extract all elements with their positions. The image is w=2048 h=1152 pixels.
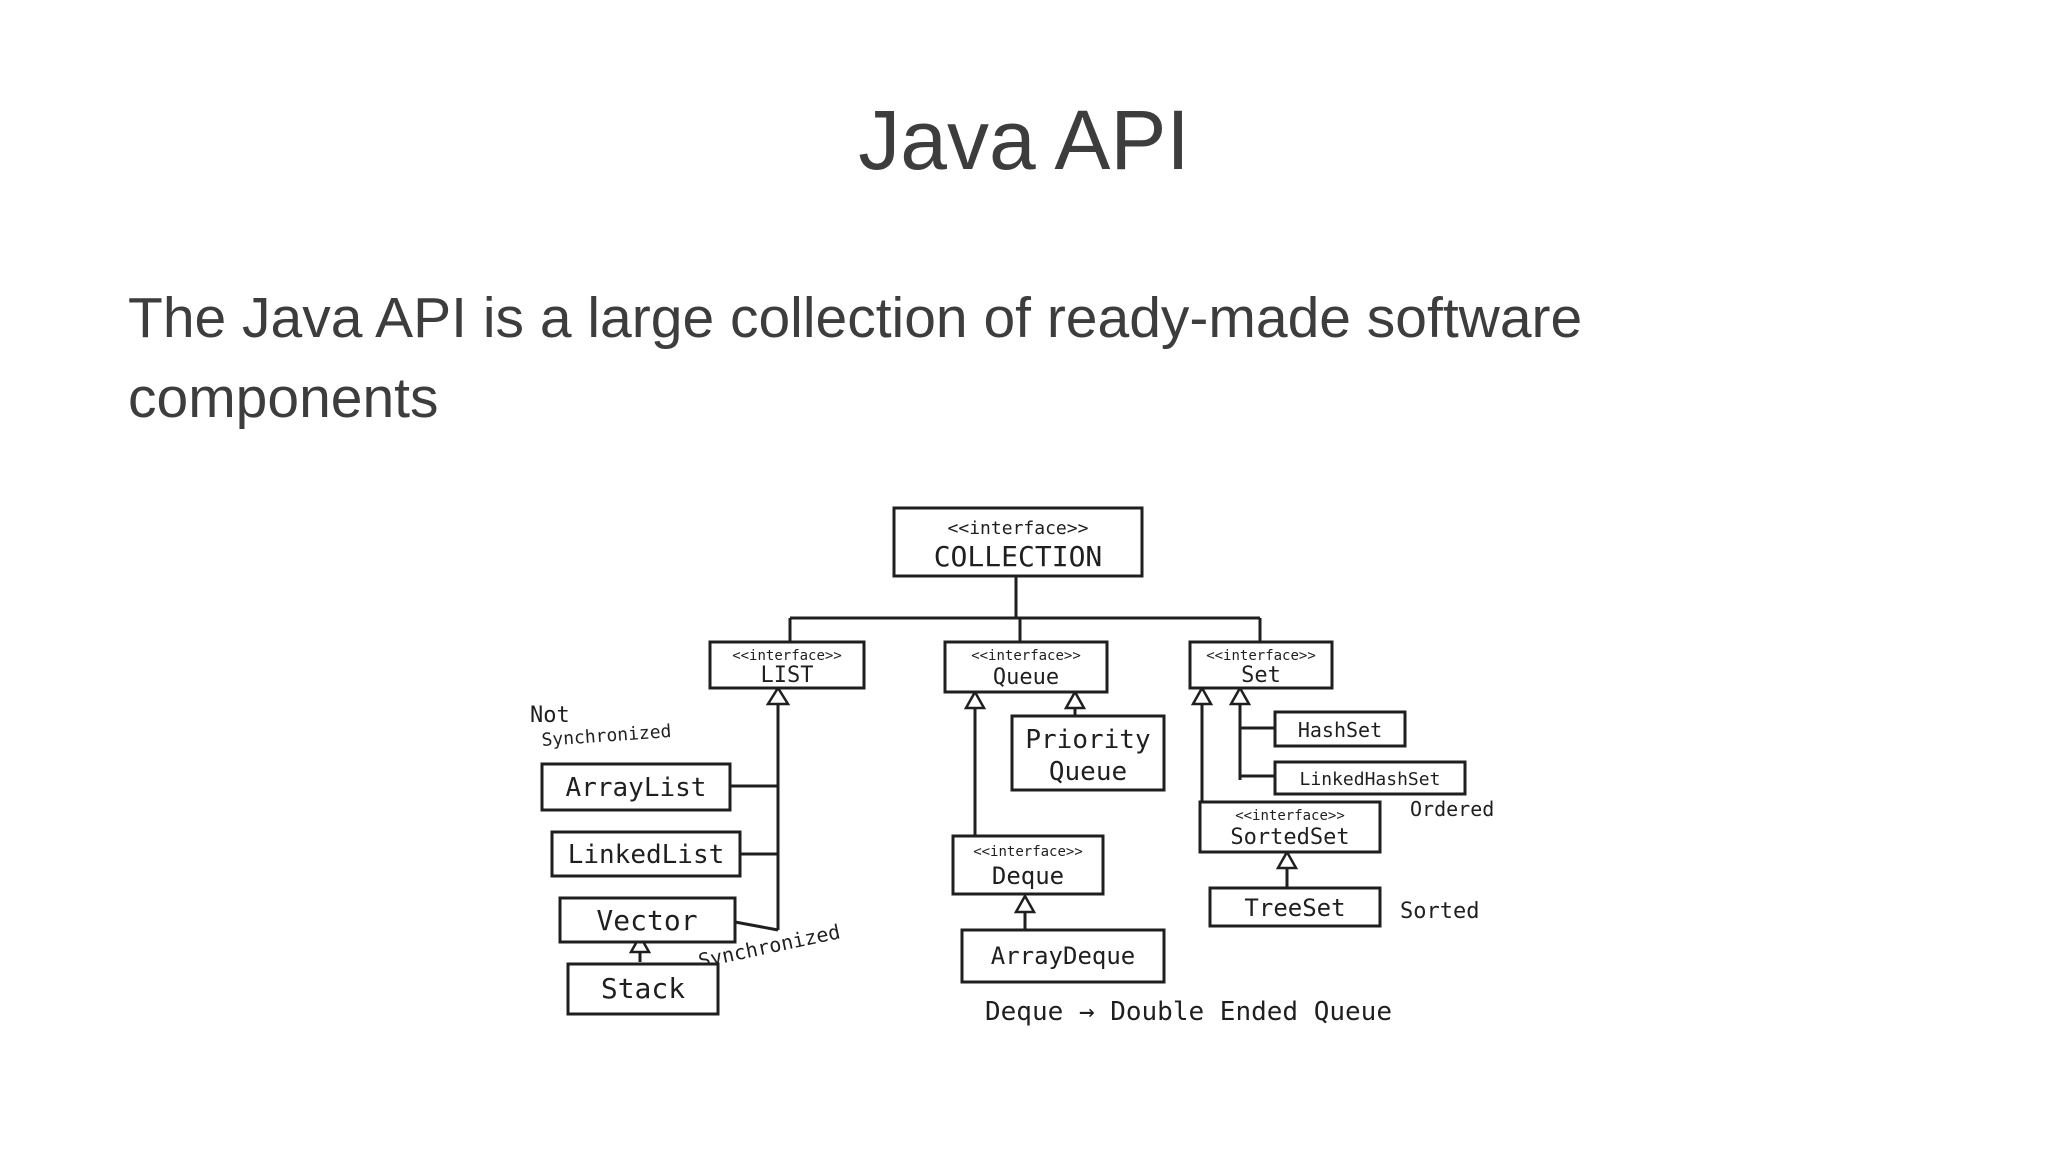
- connector-lines: [638, 562, 1289, 962]
- vector-arrowhead: [628, 933, 652, 954]
- list-node: <<interface>> LIST: [708, 640, 866, 690]
- diagram-canvas: <<interface>> COLLECTION <<interface>> L…: [530, 506, 1494, 1027]
- priority-arrowhead: [1063, 689, 1087, 710]
- hashset-node: HashSet: [1273, 710, 1407, 748]
- vector-box: [558, 896, 737, 944]
- queue-box: [943, 640, 1109, 694]
- linkedlist-label: LinkedList: [568, 840, 725, 870]
- collection-stereotype: <<interface>>: [948, 518, 1089, 539]
- vector-link: [734, 920, 779, 932]
- sortedset-arrowhead: [1275, 849, 1299, 870]
- stack-label: Stack: [601, 972, 685, 1005]
- collection-box: [892, 506, 1144, 578]
- set-node: <<interface>> Set: [1188, 640, 1334, 690]
- priority-queue-node: Priority Queue: [1010, 714, 1166, 792]
- queue-stereotype: <<interface>>: [971, 648, 1081, 664]
- deque-node: <<interface>> Deque: [951, 834, 1105, 896]
- arraylist-box: [540, 762, 732, 812]
- arraydeque-node: ArrayDeque: [960, 928, 1166, 984]
- queue-arrowhead: [963, 689, 987, 710]
- queue-node: <<interface>> Queue: [943, 640, 1109, 694]
- treeset-box: [1208, 886, 1382, 928]
- linkedlist-node: LinkedList: [550, 830, 742, 878]
- arraylist-node: ArrayList: [540, 762, 732, 812]
- arraydeque-label: ArrayDeque: [991, 942, 1136, 970]
- priority-label-line1: Priority: [1025, 725, 1150, 755]
- stack-node: Stack: [566, 962, 720, 1016]
- deque-footnote: Deque → Double Ended Queue: [985, 997, 1392, 1027]
- linkedlist-box: [550, 830, 742, 878]
- hashset-label: HashSet: [1298, 718, 1382, 742]
- list-box: [708, 640, 866, 690]
- stack-box: [566, 962, 720, 1016]
- list-stereotype: <<interface>>: [732, 648, 842, 664]
- sortedset-stereotype: <<interface>>: [1235, 808, 1345, 824]
- treeset-node: TreeSet: [1208, 886, 1382, 928]
- deque-stereotype: <<interface>>: [973, 844, 1083, 860]
- sortedset-node: <<interface>> SortedSet: [1198, 800, 1382, 854]
- list-arrowhead: [765, 685, 791, 706]
- set-label: Set: [1241, 663, 1281, 688]
- arraydeque-box: [960, 928, 1166, 984]
- priority-label-line2: Queue: [1049, 757, 1127, 787]
- linkedhashset-node: LinkedHashSet: [1273, 760, 1467, 796]
- set-stereotype: <<interface>>: [1206, 648, 1316, 664]
- arraylist-label: ArrayList: [566, 773, 707, 803]
- vector-node: Vector: [558, 896, 737, 944]
- linkedhashset-label: LinkedHashSet: [1300, 769, 1441, 790]
- priority-queue-box: [1010, 714, 1166, 792]
- queue-label: Queue: [993, 665, 1059, 690]
- vector-label: Vector: [596, 904, 697, 937]
- hashset-box: [1273, 710, 1407, 748]
- linkedhashset-box: [1273, 760, 1467, 796]
- list-label: LIST: [761, 663, 814, 688]
- deque-box: [951, 834, 1105, 896]
- treeset-label: TreeSet: [1244, 894, 1345, 922]
- slide-title: Java API: [858, 93, 1190, 187]
- sorted-note: Sorted: [1400, 899, 1479, 924]
- deque-label: Deque: [992, 862, 1064, 890]
- collection-node: <<interface>> COLLECTION: [892, 506, 1144, 578]
- sortedset-label: SortedSet: [1230, 825, 1349, 850]
- not-note: Not: [530, 703, 570, 728]
- set-box: [1188, 640, 1334, 690]
- set-arrowhead-impl: [1228, 685, 1252, 706]
- collection-hierarchy-diagram: <<interface>> COLLECTION <<interface>> L…: [530, 490, 1530, 1050]
- slide-body-text: The Java API is a large collection of re…: [128, 286, 1583, 430]
- collection-label: COLLECTION: [934, 540, 1103, 573]
- deque-arrowhead: [1013, 893, 1037, 914]
- set-arrowhead-sorted: [1190, 685, 1214, 706]
- sortedset-box: [1198, 800, 1382, 854]
- ordered-note: Ordered: [1410, 797, 1494, 821]
